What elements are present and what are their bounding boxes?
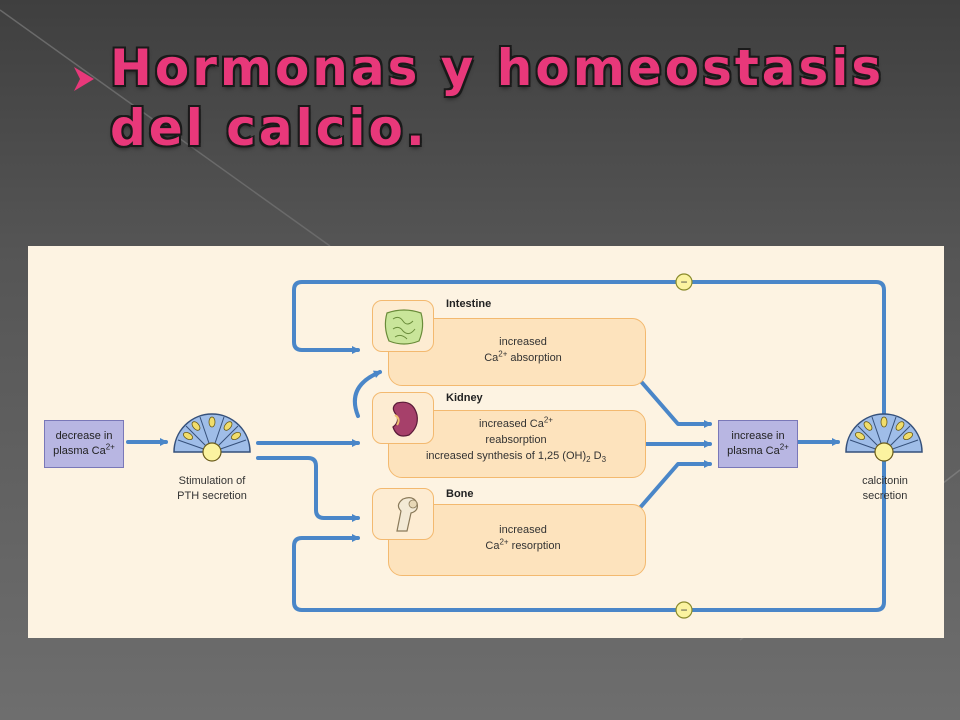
- decrease-plasma-calcium-box: decrease in plasma Ca2+: [44, 420, 124, 468]
- arrow-bottom-feedback: [292, 444, 886, 612]
- intestine-line-1: increased: [499, 336, 547, 348]
- calcitonin-secretion-caption: calcitonin secretion: [840, 474, 930, 504]
- thyroid-c-cell-icon: [845, 413, 923, 462]
- stimulus-charge: 2+: [105, 442, 115, 452]
- intestine-effect-text: increased Ca2+ absorption: [448, 334, 598, 366]
- arrow-intestine-to-result: [636, 376, 712, 428]
- feedback-sign-top: −: [680, 275, 687, 289]
- kidney-icon-frame: [372, 392, 434, 444]
- stimulus-ca-text: plasma Ca: [53, 445, 106, 457]
- negative-feedback-marker-bottom: −: [675, 601, 693, 619]
- bone-resorption: resorption: [508, 540, 561, 552]
- bone-charge: 2+: [499, 537, 509, 547]
- kidney-sub-2: 2: [586, 455, 591, 465]
- kidney-effect-text: increased Ca2+ reabsorption increased sy…: [396, 416, 636, 464]
- arrow-kidney-to-intestine: [352, 370, 382, 418]
- kidney-sub-3: 3: [601, 455, 607, 465]
- pth-caption-line-1: Stimulation of: [178, 475, 246, 487]
- kidney-synthesis: increased synthesis of 1,25 (OH): [425, 450, 587, 462]
- slide-title: Hormonas y homeostasis del calcio.: [110, 38, 930, 158]
- arrow-bone-to-result: [636, 460, 712, 512]
- intestine-charge: 2+: [498, 349, 508, 359]
- title-line-2: del calcio.: [110, 99, 428, 157]
- result-line-2: plasma Ca2+: [719, 442, 797, 459]
- calcitonin-caption-line-2: secretion: [862, 490, 908, 502]
- intestine-absorption: absorption: [507, 352, 562, 364]
- pth-caption-line-2: PTH secretion: [177, 490, 247, 502]
- result-ca-text: plasma Ca: [727, 445, 780, 457]
- bone-line-1: increased: [499, 524, 547, 536]
- bone-ca: Ca: [485, 540, 500, 552]
- intestine-icon-frame: [372, 300, 434, 352]
- bone-effect-text: increased Ca2+ resorption: [448, 522, 598, 554]
- kidney-charge: 2+: [543, 415, 553, 425]
- bone-icon: [396, 497, 418, 532]
- kidney-line-2: reabsorption: [485, 434, 547, 446]
- diagram-arrows: − −: [126, 273, 923, 619]
- kidney-line-1: increased Ca2+: [396, 416, 636, 432]
- result-line-1: increase in: [731, 430, 785, 442]
- intestine-ca: Ca: [484, 352, 499, 364]
- kidney-icon: [392, 401, 418, 437]
- bone-icon-frame: [372, 488, 434, 540]
- calcium-homeostasis-figure: − − decrease in plasma Ca2+ Stimulation …: [28, 246, 944, 638]
- kidney-label: Kidney: [446, 392, 483, 404]
- result-charge: 2+: [779, 442, 789, 452]
- negative-feedback-marker-top: −: [675, 273, 693, 291]
- title-line-1: Hormonas y homeostasis: [110, 39, 885, 97]
- kidney-line-3: increased synthesis of 1,25 (OH)2 D3: [396, 448, 636, 464]
- calcitonin-caption-line-1: calcitonin: [862, 475, 908, 487]
- bullet-arrow-icon: [74, 67, 94, 91]
- parathyroid-gland-icon: [173, 413, 251, 462]
- intestine-line-2: Ca2+ absorption: [448, 350, 598, 366]
- stimulus-line-2: plasma Ca2+: [45, 442, 123, 459]
- arrow-top-feedback: [292, 280, 886, 448]
- arrow-pth-to-bone: [256, 456, 360, 522]
- kidney-d: D: [590, 450, 602, 462]
- feedback-sign-bottom: −: [680, 603, 687, 617]
- bone-line-2: Ca2+ resorption: [448, 538, 598, 554]
- intestine-label: Intestine: [446, 298, 492, 310]
- intestine-icon: [384, 309, 424, 345]
- bone-label: Bone: [446, 488, 474, 500]
- stimulus-line-1: decrease in: [55, 430, 113, 442]
- increase-plasma-calcium-box: increase in plasma Ca2+: [718, 420, 798, 468]
- kidney-ca: increased Ca: [479, 418, 544, 430]
- pth-secretion-caption: Stimulation of PTH secretion: [162, 474, 262, 504]
